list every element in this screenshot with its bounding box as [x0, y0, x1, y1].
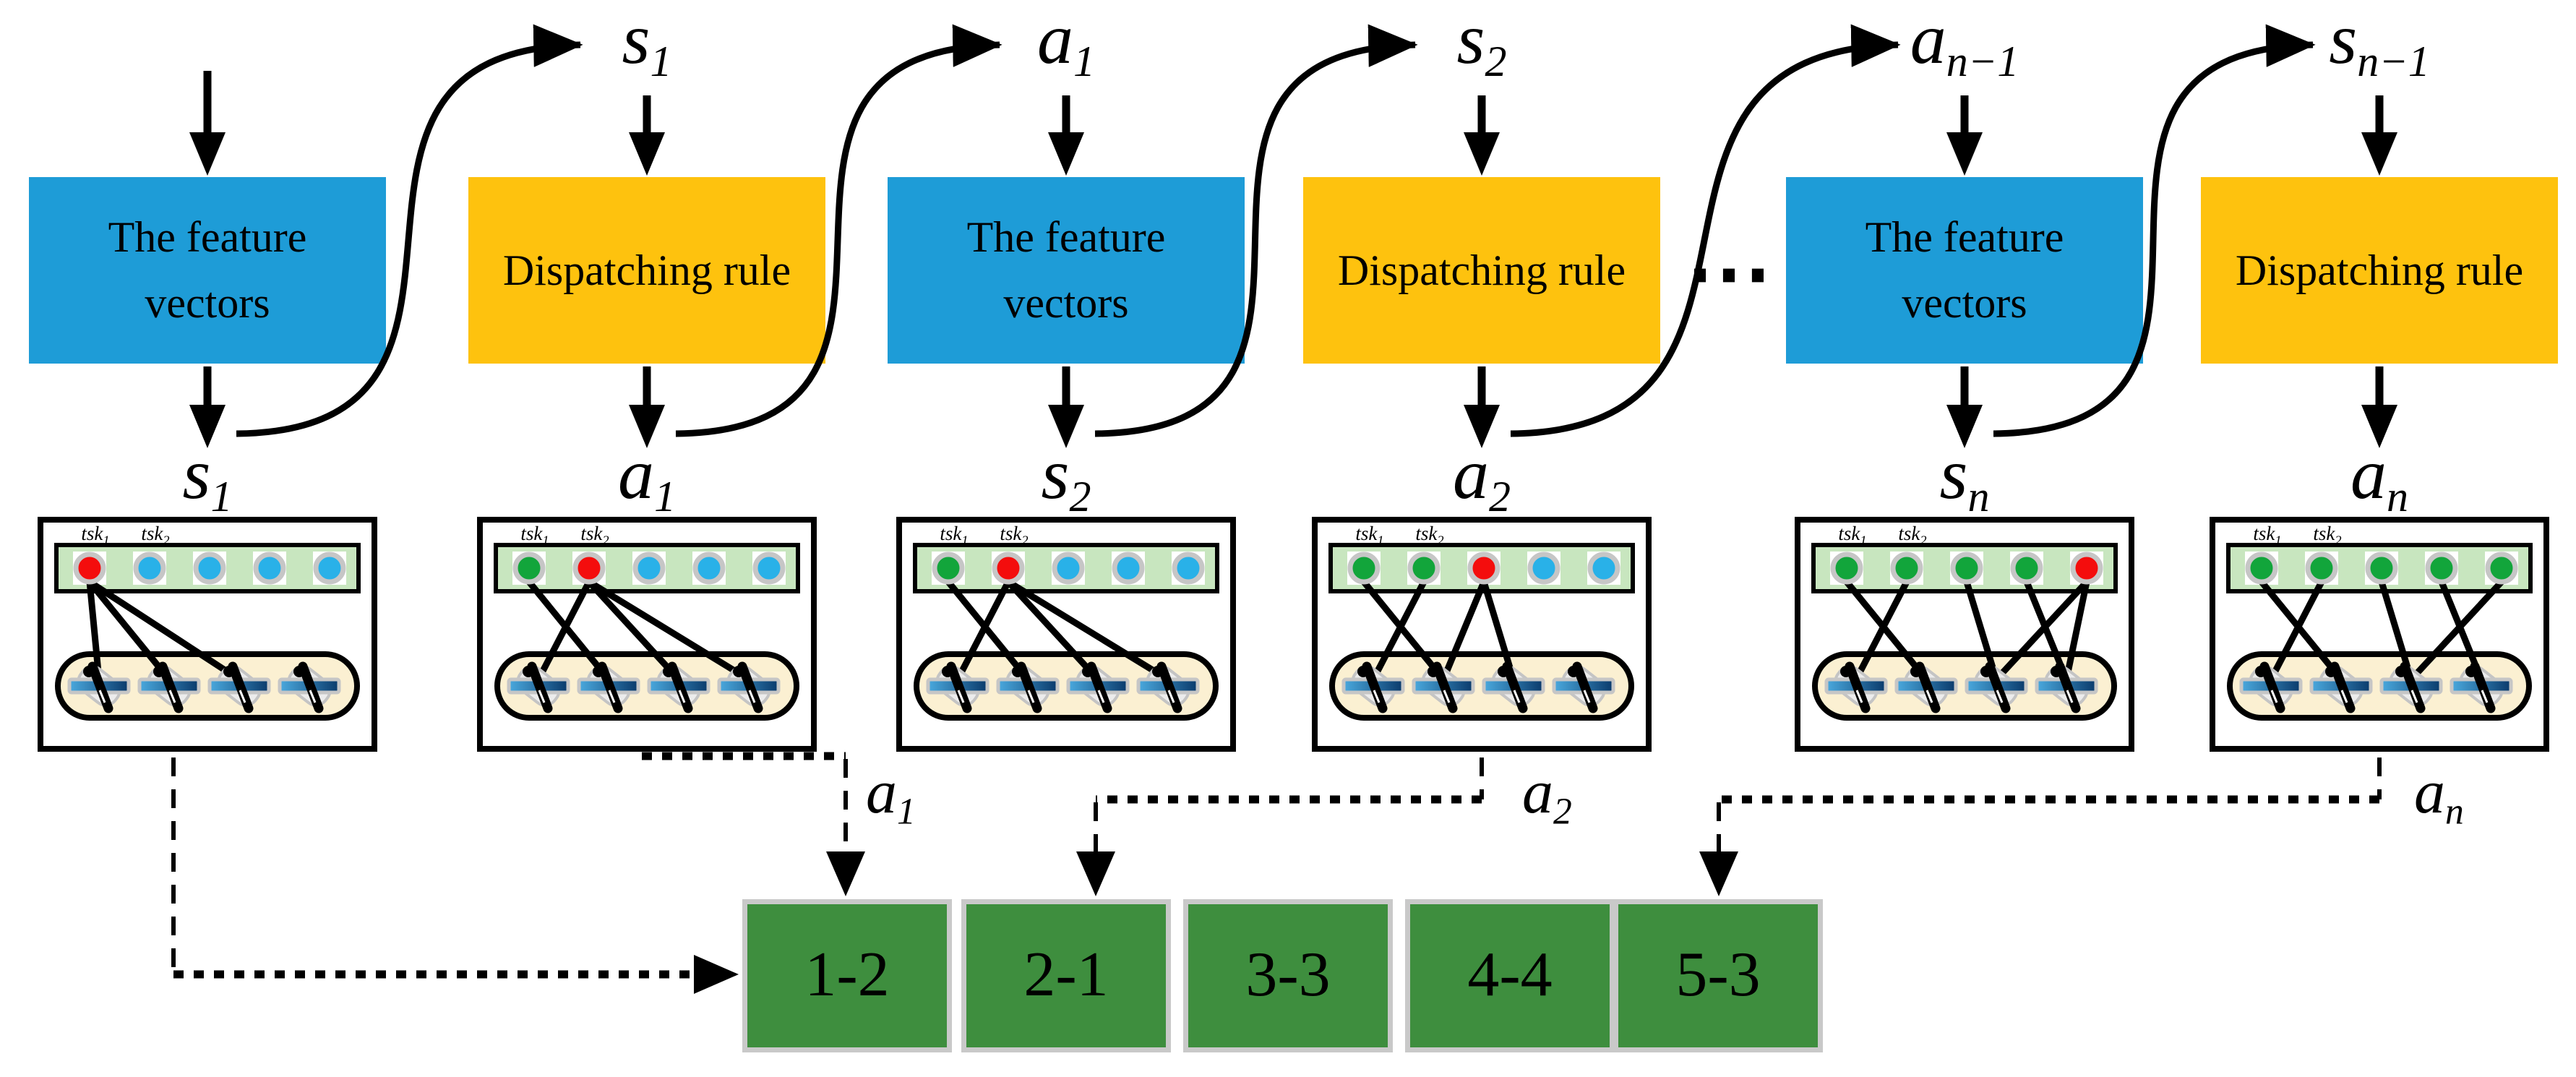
- box-label: Dispatching rule: [502, 246, 791, 294]
- state-snapshot-a2: tsk1 tsk2: [1312, 517, 1652, 752]
- state-snapshot-a1: tsk1 tsk2: [477, 517, 817, 752]
- feature-vectors-box-2: The feature vectors: [888, 177, 1245, 364]
- box-label: The feature: [108, 213, 307, 261]
- state-label-s1: s1: [182, 434, 233, 520]
- top-label-a1: a1: [1037, 0, 1095, 85]
- task-label: tsk2: [580, 523, 609, 548]
- dispatching-rule-box-3: Dispatching rule: [2201, 177, 2558, 364]
- dispatching-rule-box-1: Dispatching rule: [468, 177, 825, 364]
- schedule-cell-2: 2-1: [961, 899, 1171, 1052]
- box-label: vectors: [1003, 279, 1129, 327]
- top-label-s2: s2: [1456, 0, 1507, 85]
- top-label-sn-1: sn−1: [2329, 0, 2430, 85]
- top-label-s1: s1: [622, 0, 672, 85]
- state-label-s2: s2: [1041, 434, 1091, 520]
- dispatching-rule-box-2: Dispatching rule: [1303, 177, 1660, 364]
- action-label-an: an: [2414, 757, 2464, 833]
- task-label: tsk1: [520, 523, 549, 548]
- continuation-ellipsis: ⋯: [1686, 225, 1772, 321]
- task-label: tsk2: [141, 523, 170, 548]
- top-label-an-1: an−1: [1910, 0, 2019, 85]
- state-label-sn: sn: [1939, 434, 1990, 520]
- schedule-cell-4: 4-4: [1405, 899, 1615, 1052]
- action-label-a2-mid: a2: [1453, 434, 1511, 520]
- schedule-cell-5: 5-3: [1613, 899, 1823, 1052]
- schedule-cell-1: 1-2: [742, 899, 952, 1052]
- box-label: vectors: [145, 279, 270, 327]
- state-snapshot-an: tsk1 tsk2: [2210, 517, 2549, 752]
- task-label: tsk1: [1355, 523, 1384, 548]
- box-label: Dispatching rule: [2235, 246, 2524, 294]
- state-snapshot-s1: tsk1 tsk2: [38, 517, 377, 752]
- box-label: Dispatching rule: [1337, 246, 1626, 294]
- task-label: tsk1: [81, 523, 110, 548]
- action-label-a2: a2: [1522, 757, 1572, 833]
- schedule-cell-3: 3-3: [1183, 899, 1393, 1052]
- task-label: tsk1: [940, 523, 969, 548]
- task-label: tsk2: [2313, 523, 2342, 548]
- box-label: vectors: [1902, 279, 2027, 327]
- task-label: tsk1: [1838, 523, 1867, 548]
- task-label: tsk2: [1898, 523, 1927, 548]
- action-label-a1-mid: a1: [618, 434, 676, 520]
- state-snapshot-sn: tsk1 tsk2: [1795, 517, 2134, 752]
- action-label-a1: a1: [866, 757, 916, 833]
- task-label: tsk1: [2253, 523, 2282, 548]
- state-snapshot-s2: tsk1 tsk2: [896, 517, 1236, 752]
- feature-vectors-box-3: The feature vectors: [1786, 177, 2143, 364]
- action-label-an-mid: an: [2350, 434, 2408, 520]
- task-label: tsk2: [1000, 523, 1029, 548]
- box-label: The feature: [1865, 213, 2064, 261]
- task-label: tsk2: [1415, 523, 1444, 548]
- box-label: The feature: [966, 213, 1166, 261]
- feature-vectors-box-1: The feature vectors: [29, 177, 386, 364]
